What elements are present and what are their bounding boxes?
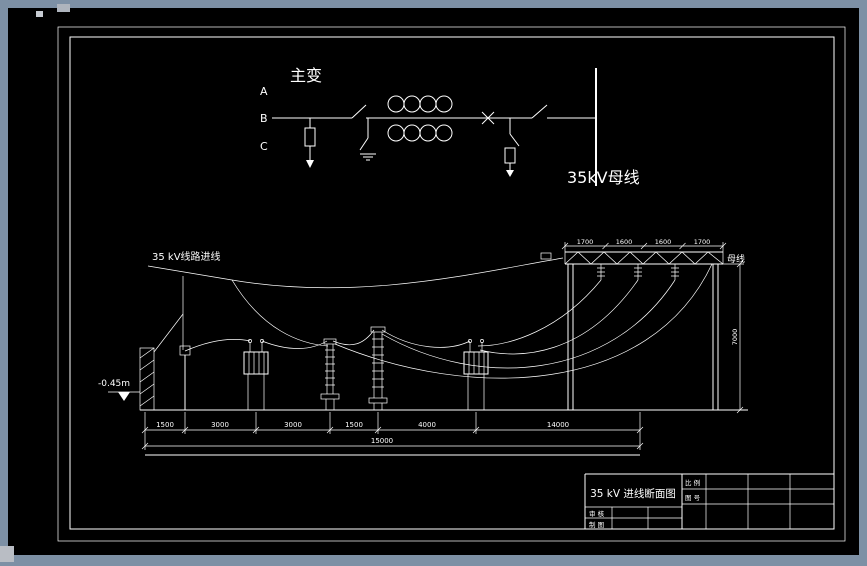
drawing-no-label: 图 号 (685, 494, 701, 502)
bottom-dim-2: 3000 (211, 421, 229, 429)
review-label: 审 核 (589, 509, 605, 518)
draft-label: 制 图 (589, 520, 604, 529)
bottom-dim-1: 1500 (156, 421, 174, 429)
fuse-symbol (304, 118, 316, 168)
section-busbar-label: 母线 (727, 253, 745, 265)
sheet-border (57, 26, 846, 542)
terminal-pole (179, 345, 191, 411)
gantry-height-dimension: 7000 (723, 260, 744, 414)
overall-dim-label: 15000 (371, 437, 393, 445)
drawing-title: 35 kV 进线断面图 (590, 487, 676, 500)
single-line-schematic: 主变 A B C (260, 66, 640, 187)
retaining-wall (139, 347, 155, 411)
jumper-wires (184, 329, 471, 352)
phase-label-b: B (260, 112, 268, 125)
phase-label-c: C (260, 140, 268, 153)
section-view: 35 kV线路进线 -0.45m (98, 238, 748, 456)
title-block: 35 kV 进线断面图 审 核 制 图 比 例 图 号 (584, 473, 834, 529)
scale-label: 比 例 (685, 478, 700, 487)
arrester-symbol (504, 118, 520, 177)
transformer-1 (242, 339, 270, 411)
elevation-label: -0.45m (98, 379, 130, 389)
gantry-dim-4: 1700 (694, 238, 711, 246)
busbar-label: 35kV母线 (567, 168, 640, 187)
transformer-2 (462, 339, 490, 411)
bottom-dim-3: 3000 (284, 421, 302, 429)
earth-switch-symbol (359, 118, 376, 161)
drawing-canvas[interactable] (8, 8, 859, 555)
scrollbar-corner[interactable] (0, 546, 14, 562)
bottom-dimension-chain: 1500 3000 3000 1500 4000 14000 15000 (141, 412, 644, 456)
viewport-marker (36, 4, 70, 17)
phase-label-a: A (260, 85, 268, 98)
overhead-conductors (147, 252, 564, 353)
bottom-dim-4: 1500 (345, 421, 363, 429)
gantry-dim-3: 1600 (655, 238, 672, 246)
gantry-dim-1: 1700 (577, 238, 594, 246)
main-transformer-label: 主变 (290, 66, 322, 85)
transformer-winding-symbol (387, 95, 453, 142)
gantry-dimension: 1700 1600 1600 1700 (561, 238, 727, 252)
elevation-marker: -0.45m (98, 379, 140, 401)
breaker-symbol (481, 111, 495, 125)
gantry-dim-2: 1600 (616, 238, 633, 246)
insulator-stack-2 (368, 326, 388, 410)
feeder-line (272, 104, 596, 119)
gantry-structure (334, 251, 724, 411)
insulator-stack-1 (320, 338, 340, 410)
bottom-dim-6: 14000 (547, 421, 569, 429)
bottom-dim-5: 4000 (418, 421, 436, 429)
incoming-line-label: 35 kV线路进线 (152, 250, 221, 263)
gantry-height-label: 7000 (731, 329, 739, 346)
